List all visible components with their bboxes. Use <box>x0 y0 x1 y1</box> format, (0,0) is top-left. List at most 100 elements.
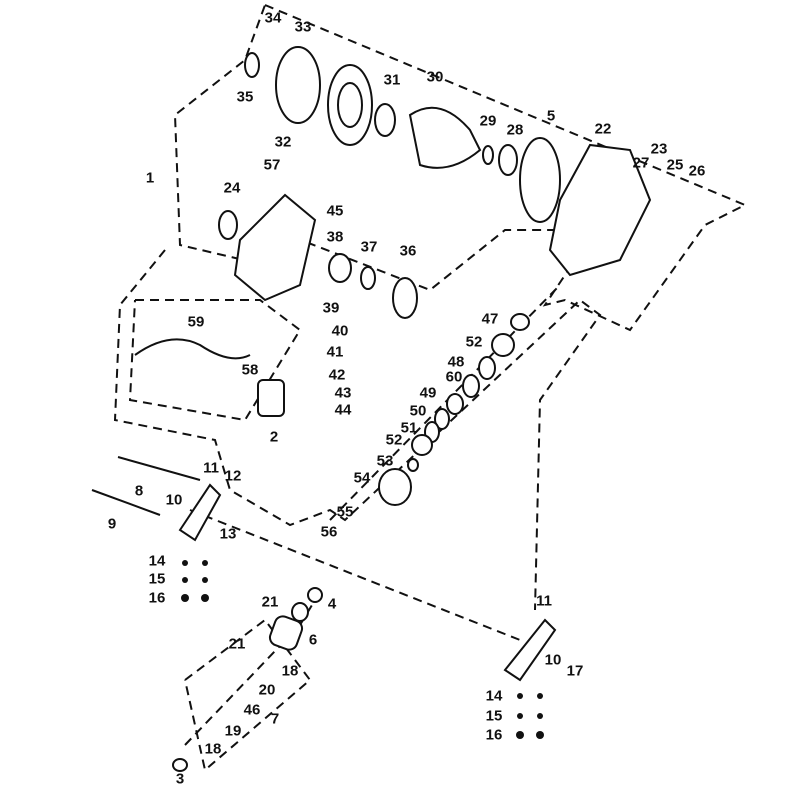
part-8-bolt <box>117 456 201 481</box>
callout-23: 23 <box>650 140 668 158</box>
callout-10: 10 <box>165 491 183 509</box>
part-6-coupler <box>268 615 304 651</box>
callout-52: 52 <box>385 431 403 449</box>
callout-59: 59 <box>187 313 205 331</box>
part-33-flange <box>275 46 321 124</box>
callout-10: 10 <box>544 651 562 669</box>
callout-27: 27 <box>632 154 650 172</box>
callout-18: 18 <box>281 662 299 680</box>
part-45-cover <box>233 193 317 302</box>
callout-48: 48 <box>447 353 465 371</box>
part-3-ring <box>172 758 188 772</box>
callout-60: 60 <box>445 368 463 386</box>
callout-49: 49 <box>419 384 437 402</box>
part-52b-bearing <box>411 434 433 456</box>
callout-21: 21 <box>261 593 279 611</box>
callout-55: 55 <box>336 503 354 521</box>
callout-37: 37 <box>360 238 378 256</box>
callout-18: 18 <box>204 740 222 758</box>
assembly-boundary-middle <box>113 249 602 611</box>
callout-11: 11 <box>536 592 552 610</box>
part-22-housing <box>548 143 652 277</box>
callout-40: 40 <box>331 322 349 340</box>
part-52-bearing <box>491 333 515 357</box>
callout-21: 21 <box>228 635 246 653</box>
axis-line-left <box>189 509 521 641</box>
callout-51: 51 <box>400 419 418 437</box>
callout-32: 32 <box>274 133 292 151</box>
callout-2: 2 <box>269 428 279 446</box>
callout-33: 33 <box>294 18 312 36</box>
callout-5: 5 <box>546 107 556 125</box>
callout-46: 46 <box>243 701 261 719</box>
part-5-oring <box>519 137 561 223</box>
callout-19: 19 <box>224 722 242 740</box>
callout-14: 14 <box>485 687 503 705</box>
callout-34: 34 <box>264 9 282 27</box>
callout-20: 20 <box>258 681 276 699</box>
part-4-ring <box>307 587 323 603</box>
callout-30: 30 <box>426 68 444 86</box>
part-35-ring <box>244 52 260 78</box>
callout-3: 3 <box>175 770 185 788</box>
callout-6: 6 <box>308 631 318 649</box>
callout-43: 43 <box>334 384 352 402</box>
part-59-cable <box>134 338 251 360</box>
part-31-bearing <box>374 103 396 137</box>
callout-39: 39 <box>322 299 340 317</box>
callout-45: 45 <box>326 202 344 220</box>
callout-35: 35 <box>236 88 254 106</box>
callout-53: 53 <box>376 452 394 470</box>
callout-16: 16 <box>148 589 166 607</box>
assembly-boundary-upper <box>173 4 748 332</box>
callout-29: 29 <box>479 112 497 130</box>
callout-9: 9 <box>107 515 117 533</box>
part-38-bearing <box>328 253 352 283</box>
callout-12: 12 <box>224 467 242 485</box>
callout-15: 15 <box>485 707 503 725</box>
callout-54: 54 <box>353 469 371 487</box>
callout-57: 57 <box>263 156 281 174</box>
callout-17: 17 <box>566 662 584 680</box>
part-11-bracket-left <box>178 483 222 542</box>
part-29-ring <box>482 145 494 165</box>
part-36-sleeve <box>392 277 418 319</box>
callout-22: 22 <box>594 120 612 138</box>
callout-44: 44 <box>334 401 352 419</box>
assembly-boundary-lower <box>128 299 302 422</box>
callout-38: 38 <box>326 228 344 246</box>
callout-50: 50 <box>409 402 427 420</box>
part-11-bracket-right <box>503 618 557 682</box>
part-2-sensor <box>257 379 285 417</box>
bracket-outline <box>184 618 312 772</box>
callout-52: 52 <box>465 333 483 351</box>
callout-15: 15 <box>148 570 166 588</box>
part-54-gear <box>378 468 412 506</box>
part-37-ring <box>360 266 376 290</box>
callout-42: 42 <box>328 366 346 384</box>
callout-36: 36 <box>399 242 417 260</box>
callout-4: 4 <box>327 595 337 613</box>
callout-1: 1 <box>145 169 155 187</box>
part-53-washer <box>407 458 419 472</box>
callout-13: 13 <box>219 525 237 543</box>
callout-24: 24 <box>223 179 241 197</box>
callout-41: 41 <box>326 343 344 361</box>
callout-11: 11 <box>203 459 219 477</box>
part-24-seal <box>218 210 238 240</box>
callout-47: 47 <box>481 310 499 328</box>
callout-28: 28 <box>506 121 524 139</box>
part-9-bolt <box>91 489 161 516</box>
part-28-bearing <box>498 144 518 176</box>
callout-14: 14 <box>148 552 166 570</box>
part-21-ring <box>291 602 309 622</box>
callout-25: 25 <box>666 156 684 174</box>
callout-31: 31 <box>383 71 401 89</box>
part-48-ring <box>478 356 496 380</box>
callout-7: 7 <box>270 710 280 728</box>
callout-56: 56 <box>320 523 338 541</box>
callout-26: 26 <box>688 162 706 180</box>
part-49-ring <box>446 393 464 415</box>
part-50-ring <box>434 408 450 430</box>
